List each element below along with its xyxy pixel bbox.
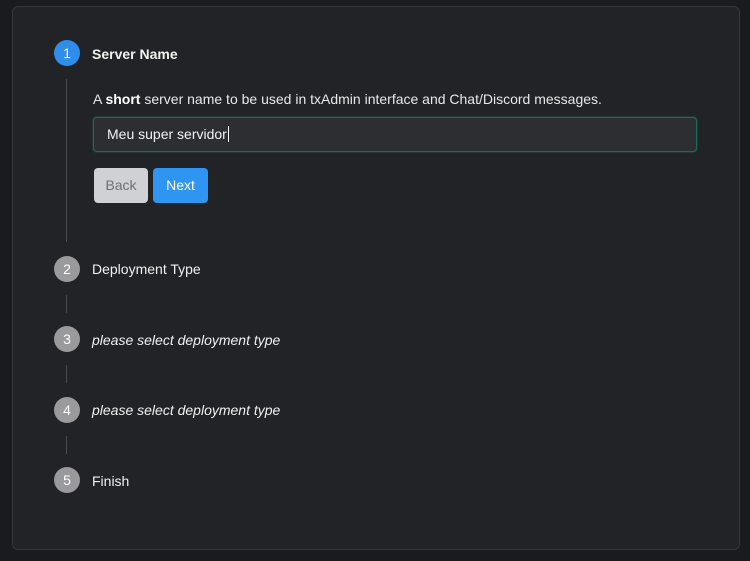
step-connector-1 [66, 79, 67, 242]
step-connector-3 [66, 365, 67, 383]
step-3-title: please select deployment type [92, 332, 281, 348]
step-1-badge: 1 [54, 40, 80, 66]
step-2-badge: 2 [54, 256, 80, 282]
step-connector-4 [66, 436, 67, 454]
server-name-description: A short server name to be used in txAdmi… [93, 91, 602, 107]
step-1-title: Server Name [92, 46, 178, 62]
setup-card [12, 6, 740, 550]
step-connector-2 [66, 295, 67, 313]
back-button[interactable]: Back [94, 168, 148, 203]
text-caret [227, 126, 229, 142]
step-4-title: please select deployment type [92, 402, 281, 418]
server-name-input[interactable]: Meu super servidor [93, 117, 697, 152]
desc-emphasis: short [105, 91, 141, 107]
step-4-badge: 4 [54, 397, 80, 423]
step-3-badge: 3 [54, 326, 80, 352]
step-5-title: Finish [92, 473, 130, 489]
next-button[interactable]: Next [153, 168, 208, 203]
step-2-title: Deployment Type [92, 261, 201, 277]
step-5-badge: 5 [54, 467, 80, 493]
server-name-input-value: Meu super servidor [107, 126, 227, 142]
